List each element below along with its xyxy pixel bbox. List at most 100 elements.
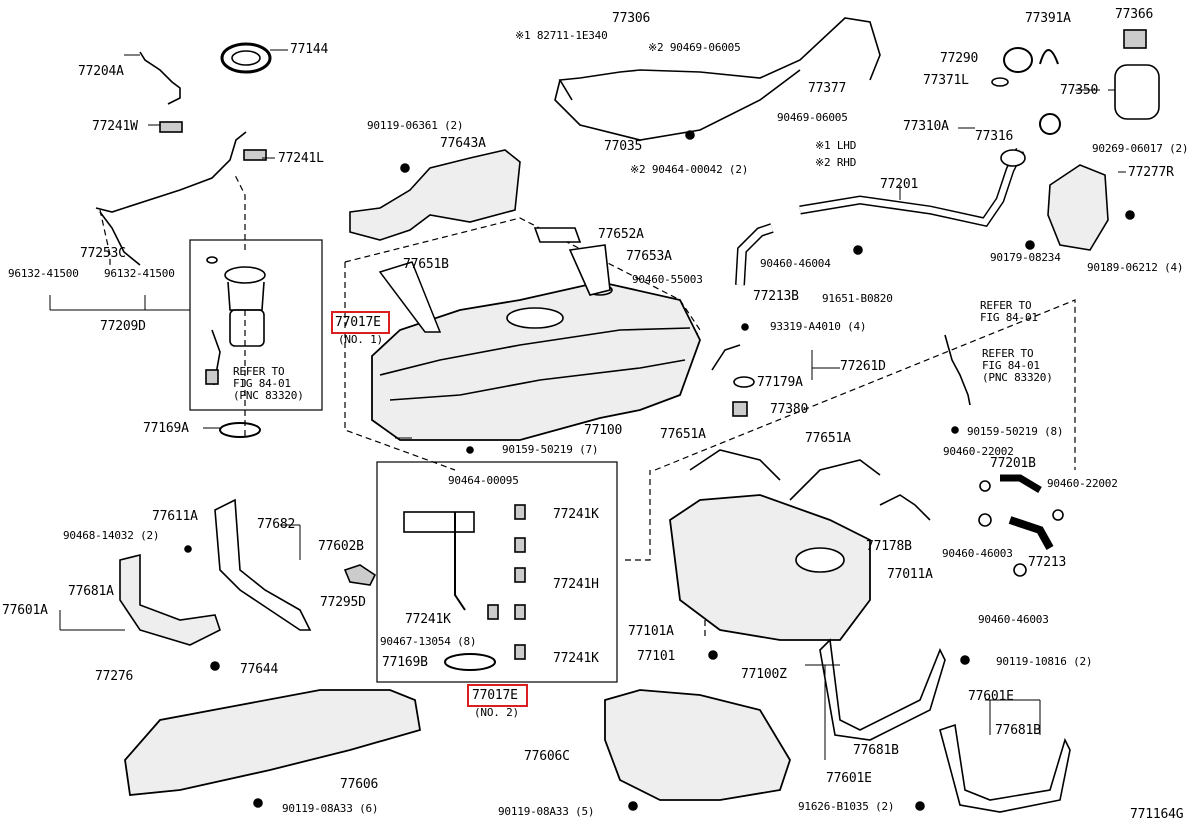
callout-77306: 77306 <box>612 11 651 26</box>
callout-77201: 77201 <box>880 177 919 192</box>
hose-77213B-inner <box>736 224 774 286</box>
callout-91651: 91651-B0820 <box>822 292 893 305</box>
callout-77377: 77377 <box>808 81 847 96</box>
callout-77241H: 77241H <box>553 577 599 592</box>
callout-90119-b: 90119-08A33 (6) <box>282 802 379 815</box>
note-fig-3: FIG 84-01 <box>982 359 1040 372</box>
callout-77643A: 77643A <box>440 136 486 151</box>
callout-90119-c: 90119-10816 (2) <box>996 655 1093 668</box>
callout-77653A: 77653A <box>626 249 672 264</box>
label-no1: (NO. 1) <box>338 333 383 346</box>
callout-77601A: 77601A <box>2 603 48 618</box>
callout-77261D: 77261D <box>840 359 886 374</box>
note-fig-2: FIG 84-01 <box>980 311 1038 324</box>
callout-77681B-a: 77681B <box>853 743 899 758</box>
callout-90159-b: 90159-50219 (8) <box>967 425 1064 438</box>
callout-77316: 77316 <box>975 129 1014 144</box>
callout-93319: 93319-A4010 (4) <box>770 320 867 333</box>
clamp-90460-46003a <box>978 513 992 527</box>
leader-lines <box>49 49 1126 760</box>
callout-77651B: 77651B <box>403 257 449 272</box>
wire-77261D <box>711 344 741 371</box>
callout-90464-a: ※2 90464-00042 (2) <box>630 163 749 176</box>
note-pnc-3: (PNC 83320) <box>982 371 1053 384</box>
legend-rhd: ※2 RHD <box>815 156 857 169</box>
protector-77606C <box>604 689 791 801</box>
pad-77652A <box>533 227 582 243</box>
legend-lhd: ※1 LHD <box>815 139 857 152</box>
valve-77380 <box>732 401 748 417</box>
callout-77371L: 77371L <box>923 73 969 88</box>
figure-number: 771164G <box>1130 807 1184 822</box>
callout-77391A: 77391A <box>1025 11 1071 26</box>
note-refer-to-2: REFER TO <box>980 299 1032 312</box>
tank-bands-right <box>819 638 1071 813</box>
callout-96132-a: 96132-41500 <box>8 267 79 280</box>
pad-77653A <box>568 244 611 296</box>
callout-96132-b: 96132-41500 <box>104 267 175 280</box>
callout-77241K-3: 77241K <box>553 651 599 666</box>
callout-77602B: 77602B <box>318 539 364 554</box>
callout-77380: 77380 <box>770 402 809 417</box>
callout-77017E-no2: 77017E <box>472 688 518 703</box>
callout-77350: 77350 <box>1060 83 1099 98</box>
highlight-box-no2 <box>467 684 528 707</box>
callout-77276: 77276 <box>95 669 134 684</box>
callout-77611A: 77611A <box>152 509 198 524</box>
callout-90189: 90189-06212 (4) <box>1087 261 1184 274</box>
callout-77601E-b: 77601E <box>826 771 872 786</box>
label-no2: (NO. 2) <box>474 706 519 719</box>
callout-77606C: 77606C <box>524 749 570 764</box>
callout-77290: 77290 <box>940 51 979 66</box>
fuel-tube-77204A <box>95 51 267 266</box>
callout-90469-b: 90469-06005 <box>777 111 848 124</box>
fuel-pump-module <box>205 256 266 386</box>
callout-77241K-2: 77241K <box>405 612 451 627</box>
callout-77652A: 77652A <box>598 227 644 242</box>
callout-90460-46003-a: 90460-46003 <box>942 547 1013 560</box>
protector-77643A <box>349 149 521 241</box>
cable-77035 <box>558 17 881 101</box>
callout-77253C: 77253C <box>80 246 126 261</box>
callout-82711: ※1 82711-1E340 <box>515 29 608 42</box>
callout-90119-a: 90119-06361 (2) <box>367 119 464 132</box>
callout-77100Z: 77100Z <box>741 667 787 682</box>
note-refer-to-3: REFER TO <box>982 347 1034 360</box>
hinge-77366 <box>1123 29 1147 49</box>
callout-77179A: 77179A <box>757 375 803 390</box>
callout-90464-b: 90464-00095 <box>448 474 519 487</box>
wire-sender <box>944 334 971 406</box>
callout-77209D: 77209D <box>100 319 146 334</box>
callout-77241W: 77241W <box>92 119 138 134</box>
callout-90119-d: 90119-08A33 (5) <box>498 805 595 818</box>
clamp-90460-22002a <box>979 480 991 492</box>
protector-77606 <box>124 689 422 796</box>
callout-77241L: 77241L <box>278 151 324 166</box>
fuel-tank-77100Z <box>669 449 881 641</box>
hose-77213 <box>1008 516 1054 550</box>
retainer-ring-77144 <box>220 42 272 74</box>
bracket-77277R <box>1047 164 1109 251</box>
callout-77277R: 77277R <box>1128 165 1174 180</box>
callout-77178B: 77178B <box>866 539 912 554</box>
clamp-90460-46003b <box>1013 563 1027 577</box>
callout-90460-22002-b: 90460-22002 <box>1047 477 1118 490</box>
clamp-90460-22002b <box>1052 509 1064 521</box>
note-fig-1: FIG 84-01 <box>233 377 291 390</box>
callout-77101: 77101 <box>637 649 676 664</box>
tank-band-77651B <box>378 261 442 333</box>
cushion-77295D <box>343 564 377 586</box>
callout-90460-46004: 90460-46004 <box>760 257 831 270</box>
callout-90269: 90269-06017 (2) <box>1092 142 1189 155</box>
callout-77201B: 77201B <box>990 456 1036 471</box>
callout-77601E-a: 77601E <box>968 689 1014 704</box>
callout-77295D: 77295D <box>320 595 366 610</box>
hose-77201B <box>1000 474 1042 494</box>
callout-77144: 77144 <box>290 42 329 57</box>
valve-77011A <box>879 494 931 521</box>
bolts <box>184 130 1135 811</box>
fuel-tank-77100 <box>371 281 701 441</box>
callout-77213: 77213 <box>1028 555 1067 570</box>
callout-77682: 77682 <box>257 517 296 532</box>
